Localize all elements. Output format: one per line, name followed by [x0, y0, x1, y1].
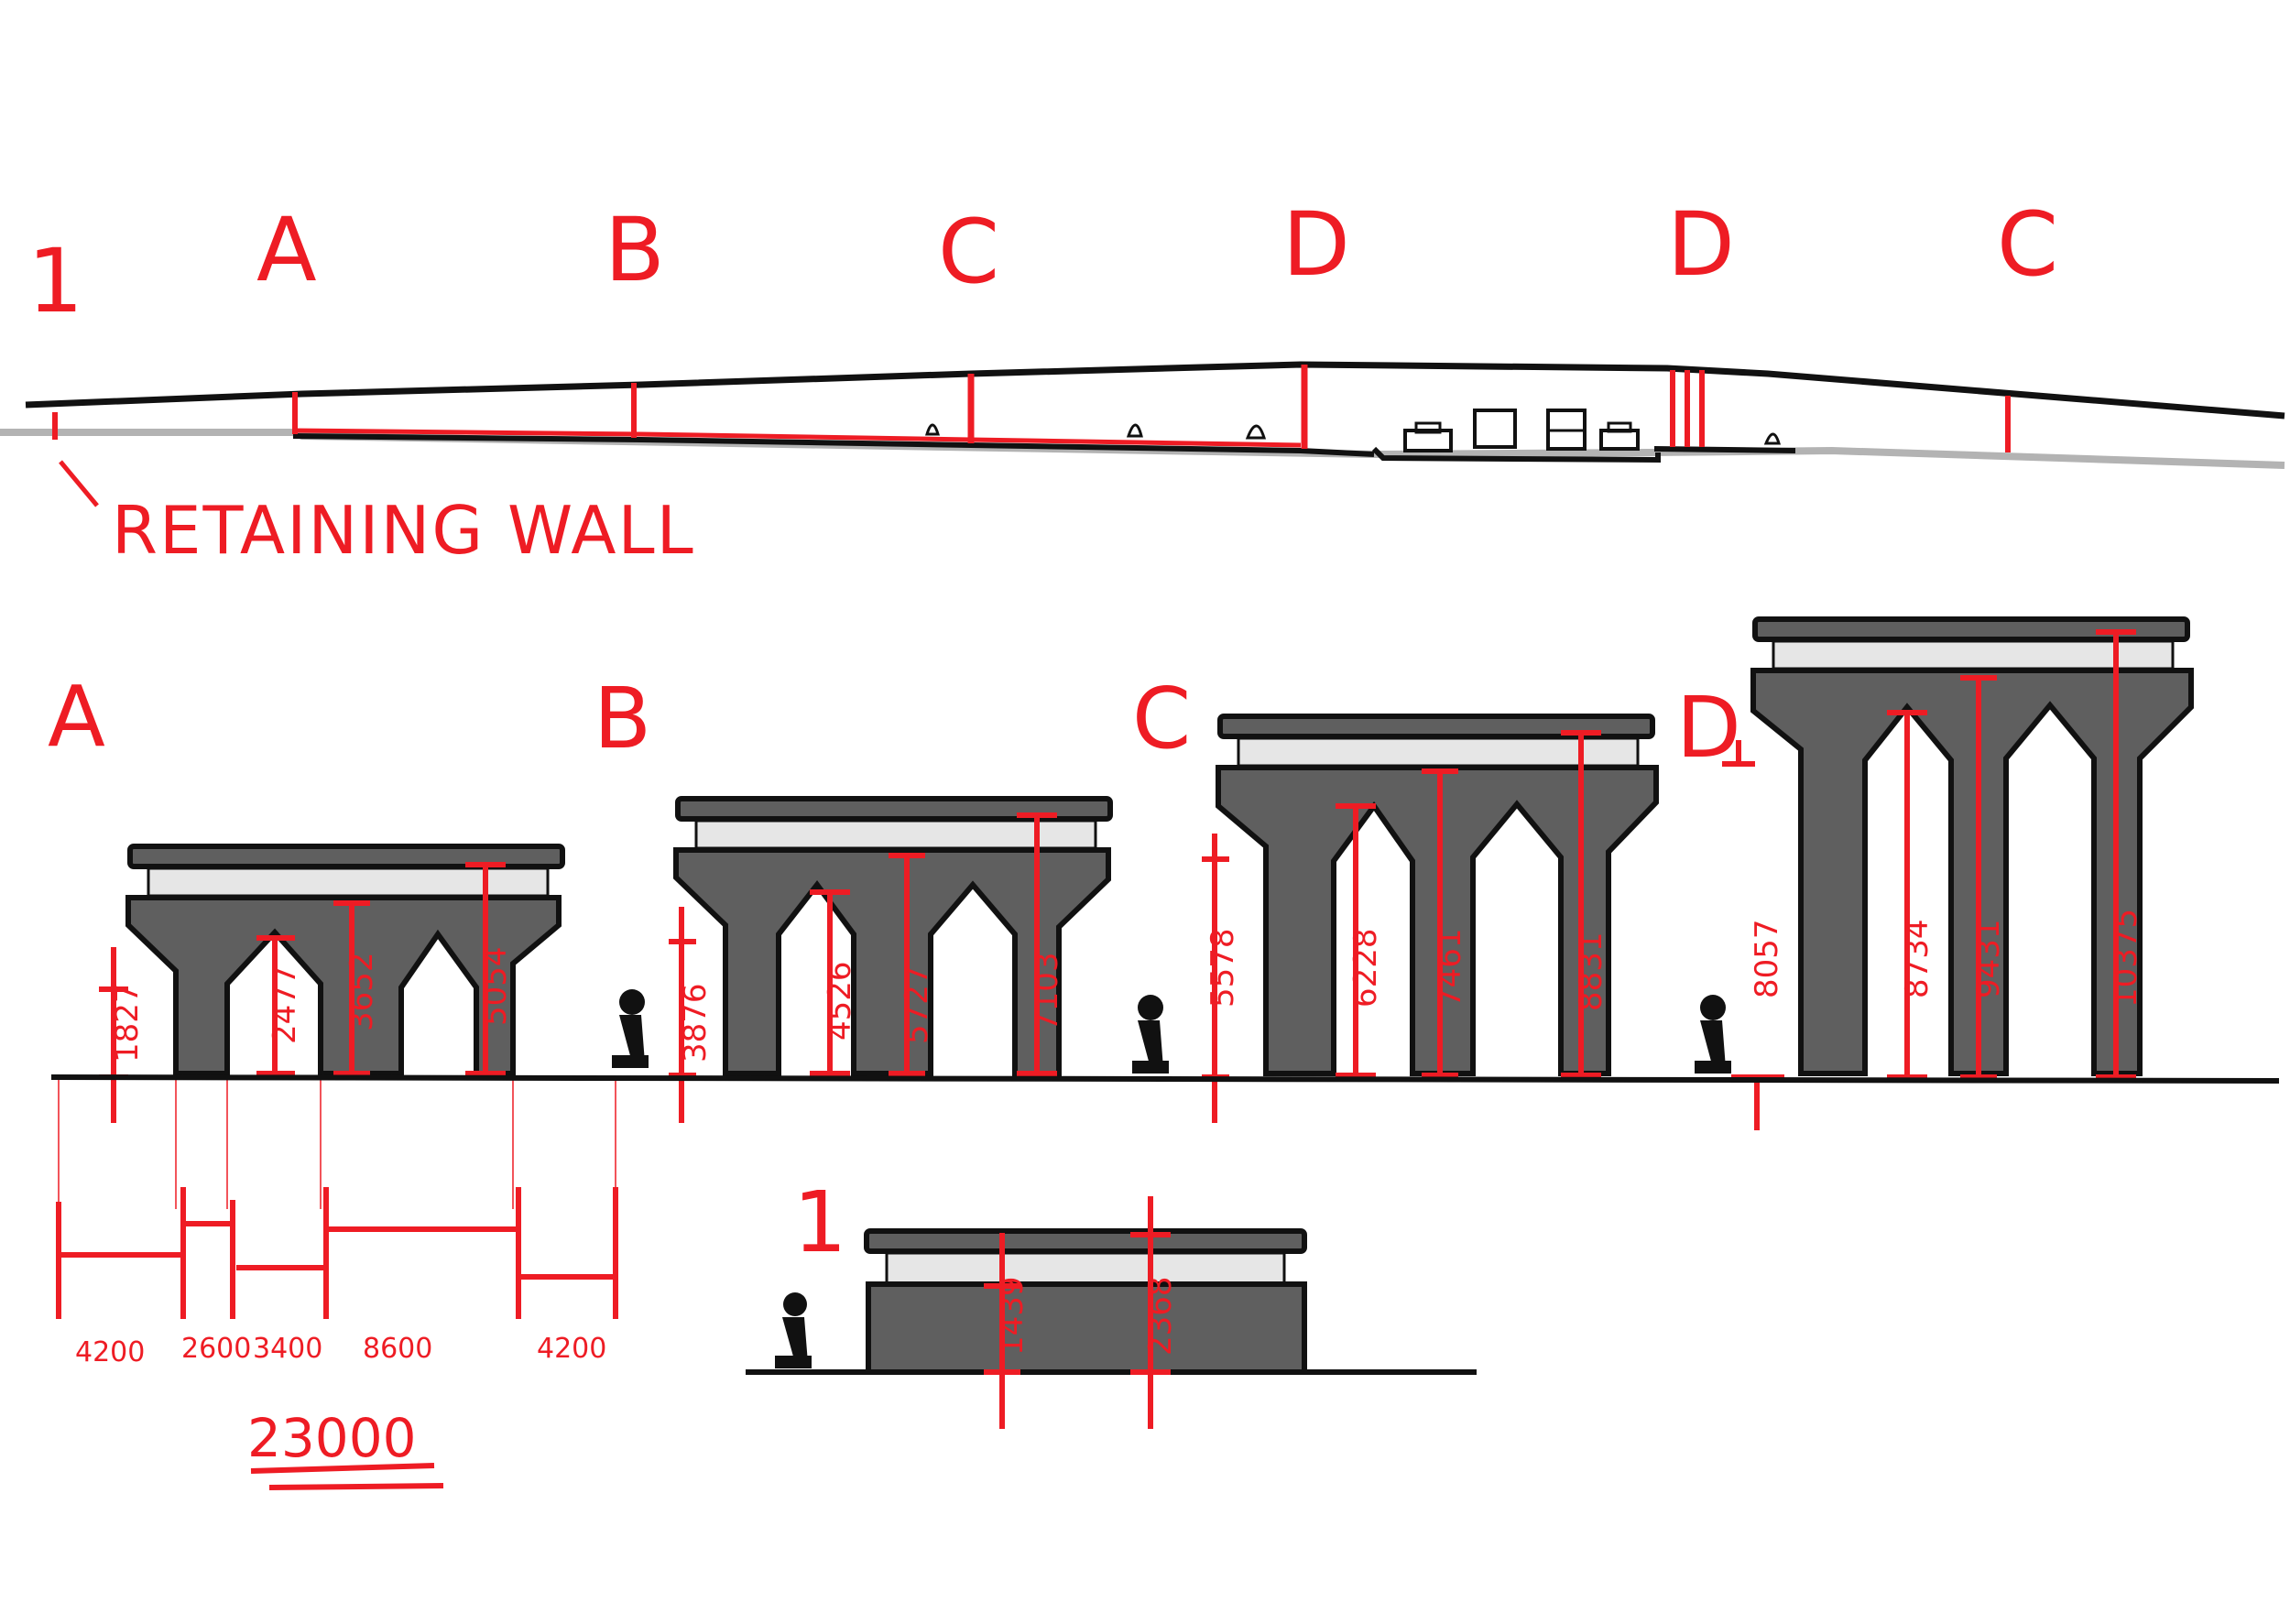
section-a-total: 23000	[247, 1407, 417, 1469]
section-b-height-1: 3876	[677, 983, 714, 1063]
sections-ground-line	[50, 1074, 2280, 1084]
elevation-label-d2: D	[1667, 193, 1735, 296]
section-a-span-5: 4200	[537, 1333, 606, 1365]
section-a-height-3: 3652	[344, 952, 380, 1031]
section-1-girders	[885, 1251, 1286, 1286]
section-a-height-4: 5054	[477, 946, 514, 1026]
section-a: A 1827 2477 3652 5054	[48, 668, 618, 1490]
elevation-label-1: 1	[27, 230, 83, 332]
section-b-label: B	[594, 670, 651, 768]
section-b-height-4: 7103	[1029, 952, 1065, 1031]
elevation-label-b: B	[605, 199, 665, 301]
bus-icon	[1546, 409, 1587, 451]
section-b-girders	[694, 819, 1097, 850]
section-b-height-2: 4526	[822, 961, 858, 1041]
section-a-span-2: 2600	[181, 1333, 251, 1365]
car-icon	[1403, 421, 1453, 452]
section-a-pier	[125, 895, 562, 1076]
elevation-deck	[25, 361, 2285, 420]
section-d-pier	[1750, 668, 2194, 1076]
elevation-label-c2: C	[1997, 193, 2058, 296]
section-b-pier	[673, 847, 1111, 1076]
section-a-girders	[147, 866, 550, 898]
section-a-height-2: 2477	[267, 965, 303, 1044]
section-a-span-4: 8600	[363, 1333, 432, 1365]
section-c-label: C	[1132, 670, 1191, 768]
elevation-person-icon	[1245, 424, 1267, 440]
person-icon	[1695, 995, 1731, 1074]
elevation-underpass	[1371, 446, 1661, 463]
section-c: C 5578 6228 7461 8831	[1132, 670, 1659, 1123]
total-underline	[268, 1483, 444, 1490]
elevation-road-outline	[292, 433, 1375, 457]
section-b: B 3876 4526 5727 7103	[594, 670, 1113, 1123]
section-c-height-1: 5578	[1205, 928, 1241, 1008]
elevation-right-road	[1653, 446, 1796, 453]
section-d-height-4: 10375	[2108, 909, 2144, 1008]
elevation-view: 1 A B C D D C RETAINING WALL	[0, 193, 2285, 569]
elevation-label-a: A	[256, 199, 317, 301]
section-1-height-2: 2368	[1142, 1276, 1179, 1356]
section-d: D 8057 8734 9431 10375	[1676, 616, 2194, 1130]
retaining-wall-leader	[59, 460, 99, 507]
section-1-height-1: 1439	[994, 1276, 1030, 1356]
person-icon	[612, 989, 649, 1068]
section-d-girders	[1772, 639, 2175, 670]
section-b-height-3: 5727	[899, 965, 935, 1044]
section-a-height-1: 1827	[109, 983, 146, 1063]
section-c-girders	[1237, 736, 1640, 768]
elevation-person-icon	[1763, 432, 1782, 445]
elevation-label-c: C	[938, 201, 999, 303]
section-a-deck	[127, 844, 565, 869]
person-icon	[1132, 995, 1169, 1074]
elevation-person-icon	[1126, 423, 1143, 438]
section-c-height-2: 6228	[1347, 928, 1384, 1008]
car-icon	[1599, 421, 1640, 451]
elevation-person-icon	[924, 423, 941, 436]
section-1-label: 1	[793, 1173, 847, 1271]
section-d-deck	[1752, 616, 2190, 642]
section-b-deck	[675, 796, 1113, 822]
retaining-wall-label: RETAINING WALL	[112, 492, 695, 569]
person-icon	[775, 1292, 812, 1368]
section-c-height-3: 7461	[1432, 928, 1468, 1008]
section-1-wall	[866, 1281, 1307, 1375]
elevation-road	[292, 428, 1302, 448]
section-c-deck	[1217, 714, 1655, 739]
section-d-label: D	[1676, 679, 1741, 777]
section-a-span-1: 4200	[75, 1336, 145, 1368]
section-d-height-1: 8057	[1749, 919, 1785, 998]
section-d-height-3: 9431	[1970, 919, 2007, 998]
total-underline	[250, 1463, 435, 1474]
section-1-deck	[864, 1228, 1307, 1254]
section-a-label: A	[48, 668, 105, 766]
elevation-label-d: D	[1282, 193, 1350, 296]
truck-icon	[1473, 409, 1517, 449]
section-a-span-3: 3400	[253, 1333, 322, 1365]
section-d-height-2: 8734	[1899, 919, 1936, 998]
section-c-height-4: 8831	[1573, 932, 1609, 1011]
section-1: 1 1439 2368	[746, 1173, 1477, 1429]
